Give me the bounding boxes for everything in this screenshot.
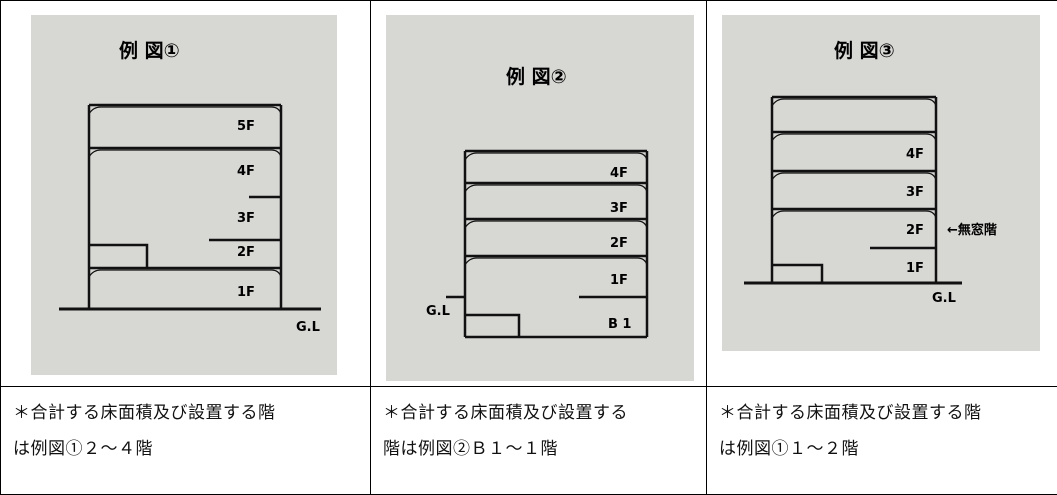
example-2-ground-label: G.L — [426, 304, 450, 319]
example-2-label-b1: B 1 — [608, 317, 631, 332]
example-1-caption-line-1: ＊合計する床面積及び設置する階 — [13, 395, 370, 431]
example-2-caption: ＊合計する床面積及び設置する 階は例図②Ｂ１～１階 — [371, 387, 707, 495]
example-3-caption: ＊合計する床面積及び設置する階 は例図①１～２階 — [707, 387, 1057, 495]
example-1-ground-label: G.L — [296, 320, 320, 335]
example-3-scan: 例 図③ — [722, 15, 1040, 351]
example-1-scan: 例 図① — [31, 15, 337, 375]
example-3-title: 例 図③ — [834, 39, 895, 62]
example-3-caption-line-2: は例図①１～２階 — [719, 431, 1057, 467]
example-2-figure-cell: 例 図② — [371, 1, 707, 387]
example-3-label-2f: 2F — [906, 223, 924, 238]
example-2-label-4f: 4F — [610, 166, 628, 181]
example-1-label-3f: 3F — [237, 211, 255, 226]
example-2-diagram: 例 図② — [386, 15, 694, 381]
example-3-ground-label: G.L — [932, 291, 956, 306]
example-1-figure-cell: 例 図① — [1, 1, 371, 387]
example-2-label-2f: 2F — [610, 236, 628, 251]
example-3-caption-line-1: ＊合計する床面積及び設置する階 — [719, 395, 1057, 431]
example-1-label-1f: 1F — [237, 285, 255, 300]
example-3-label-3f: 3F — [906, 185, 924, 200]
example-3-figure-cell: 例 図③ — [707, 1, 1057, 387]
example-1-caption-line-2: は例図①２～４階 — [13, 431, 370, 467]
example-2-scan: 例 図② — [386, 15, 694, 381]
example-2-title: 例 図② — [506, 65, 567, 88]
example-1-diagram: 例 図① — [31, 15, 337, 375]
example-3-annotation-windowless-floor: ←無窓階 — [947, 222, 997, 238]
example-3-diagram: 例 図③ — [722, 15, 1040, 351]
example-3-label-1f: 1F — [906, 261, 924, 276]
example-3-label-4f: 4F — [906, 147, 924, 162]
example-1-label-5f: 5F — [237, 119, 255, 134]
example-1-title: 例 図① — [119, 39, 180, 62]
example-2-label-1f: 1F — [610, 273, 628, 288]
example-1-label-2f: 2F — [237, 245, 255, 260]
example-2-label-3f: 3F — [610, 201, 628, 216]
example-1-caption: ＊合計する床面積及び設置する階 は例図①２～４階 — [1, 387, 371, 495]
figure-row: 例 図① — [1, 1, 1057, 387]
example-1-label-4f: 4F — [237, 164, 255, 179]
example-2-caption-line-1: ＊合計する床面積及び設置する — [383, 395, 706, 431]
example-2-caption-line-2: 階は例図②Ｂ１～１階 — [383, 431, 706, 467]
caption-row: ＊合計する床面積及び設置する階 は例図①２～４階 ＊合計する床面積及び設置する … — [1, 387, 1057, 495]
